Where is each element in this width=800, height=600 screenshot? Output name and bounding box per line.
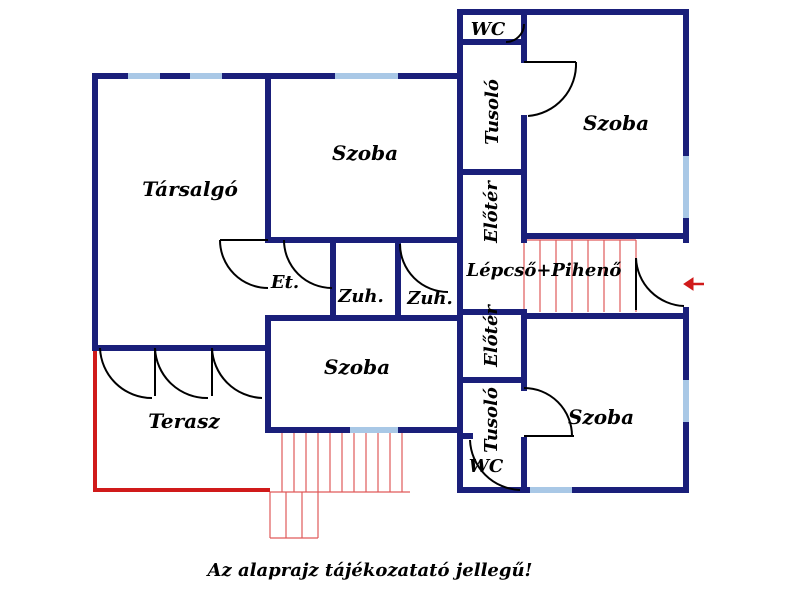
- label-tarsalgo: Társalgó: [142, 177, 238, 201]
- label-wc-top: WC: [471, 19, 506, 40]
- label-tusolo-bottom: Tusoló: [481, 387, 502, 453]
- entry-arrow-icon: [683, 277, 704, 291]
- label-tusolo-top: Tusoló: [482, 79, 503, 145]
- label-terasz: Terasz: [148, 409, 220, 433]
- label-szoba-top-right: Szoba: [583, 111, 649, 135]
- label-szoba-top-middle: Szoba: [332, 141, 398, 165]
- label-lepcso-piheno: Lépcső+Pihenő: [466, 260, 622, 281]
- walls: [92, 9, 689, 493]
- label-eloter-bottom: Előtér: [481, 304, 502, 368]
- label-zuh-left: Zuh.: [337, 286, 384, 307]
- label-wc-bottom: WC: [469, 456, 504, 477]
- terrace-edge: [93, 348, 270, 492]
- windows: [128, 73, 689, 493]
- disclaimer-note: Az alaprajz tájékozatató jellegű!: [207, 560, 533, 581]
- stairs-bottom: [269, 429, 410, 539]
- label-eloter-top: Előtér: [481, 180, 502, 244]
- label-szoba-bottom-right: Szoba: [568, 405, 634, 429]
- doors: [99, 23, 685, 491]
- label-zuh-right: Zuh.: [406, 288, 453, 309]
- label-szoba-middle: Szoba: [324, 355, 390, 379]
- label-et: Et.: [270, 272, 299, 293]
